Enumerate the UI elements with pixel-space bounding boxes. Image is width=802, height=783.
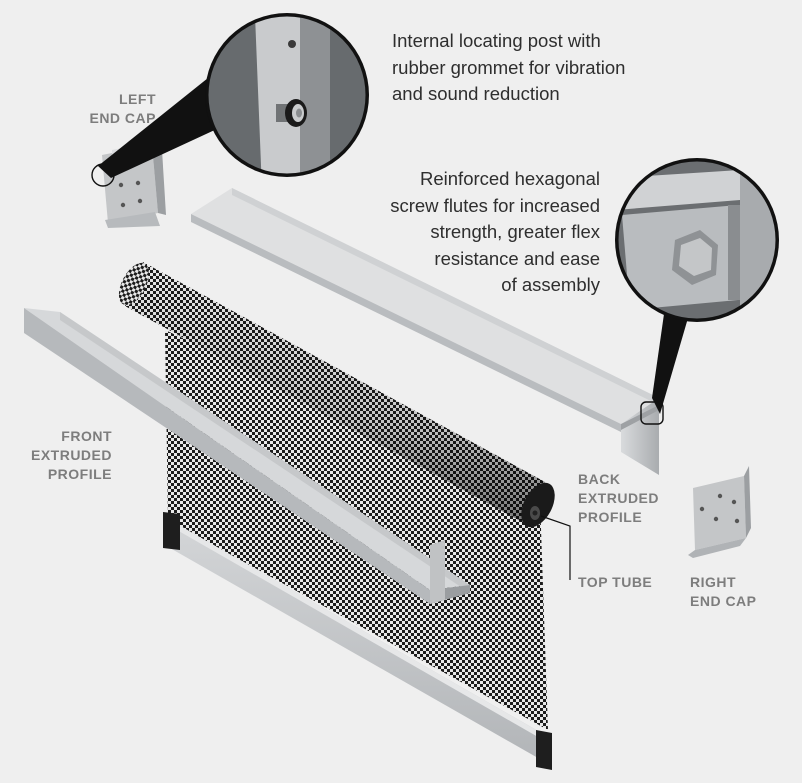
- front-extruded-profile: [24, 308, 470, 604]
- left-end-cap-label: LEFT END CAP: [89, 91, 156, 126]
- right-end-cap: [688, 466, 751, 558]
- bottom-bar: [163, 512, 552, 770]
- front-extruded-profile-label: FRONT EXTRUDED PROFILE: [30, 428, 112, 482]
- right-end-cap-label: RIGHT END CAP: [690, 574, 757, 609]
- hex-flutes-callout: Reinforced hexagonal screw flutes for in…: [390, 168, 600, 295]
- top-tube: [118, 262, 555, 528]
- hex-flute-leader: [640, 314, 688, 425]
- locating-post-leader: [98, 70, 232, 178]
- locating-post-callout: Internal locating post with rubber gromm…: [392, 30, 626, 104]
- hex-flute-zoom: [615, 158, 779, 322]
- back-extruded-profile-label: BACK EXTRUDED PROFILE: [578, 471, 660, 525]
- top-tube-leader: [540, 515, 571, 580]
- back-extruded-profile: [191, 188, 659, 475]
- top-tube-label: TOP TUBE: [578, 574, 653, 590]
- locating-post-zoom: [205, 13, 369, 177]
